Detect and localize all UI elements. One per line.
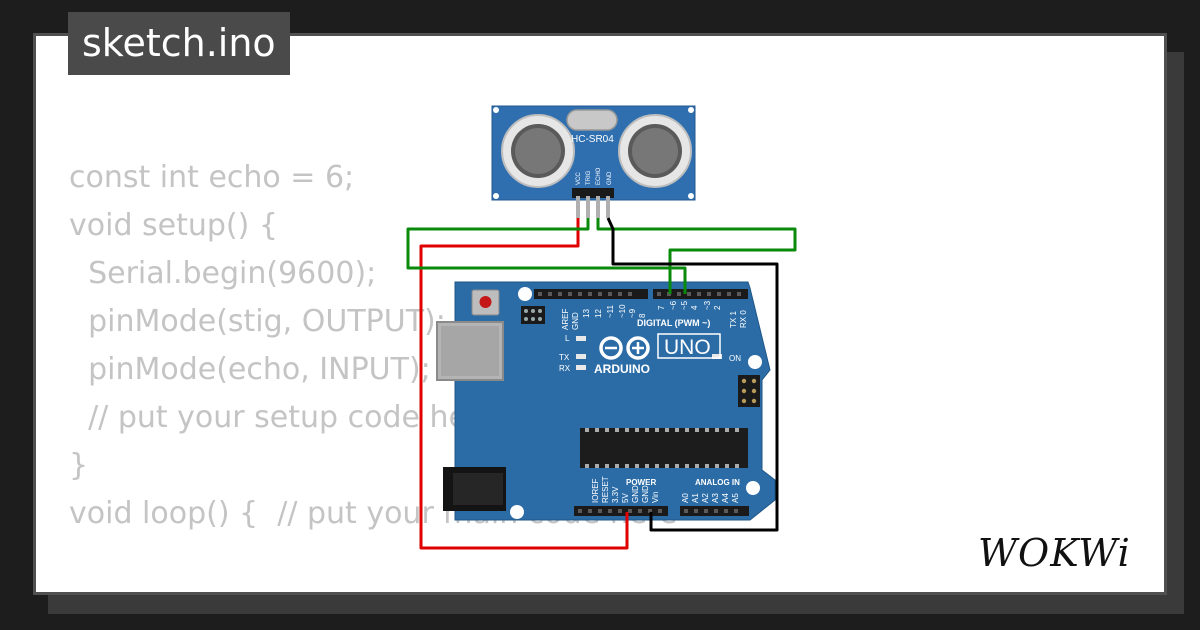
sensor-model: HC-SR04 xyxy=(571,134,614,145)
wokwi-logo-text: WOKWi xyxy=(978,531,1131,575)
wire-echo-to-pin6 xyxy=(596,218,797,294)
board-brand: ARDUINO xyxy=(594,362,650,376)
pin-label: A2 xyxy=(701,493,710,503)
pin-label: ~11 xyxy=(606,304,615,318)
mount-hole xyxy=(518,287,532,301)
pin-label: ~3 xyxy=(703,300,712,310)
sensor-pin-labels: VCC TRIG ECHO GND xyxy=(576,167,613,185)
pin-label: 5V xyxy=(621,493,630,503)
led-label-l: L xyxy=(565,334,570,343)
code-line: Serial.begin(9600); xyxy=(69,256,377,291)
mount-hole xyxy=(510,505,524,519)
reset-button-cap[interactable] xyxy=(479,296,492,308)
pin-label: A1 xyxy=(691,493,700,503)
pin-label: A0 xyxy=(681,493,690,503)
power-pin-labels: IOREF RESET 3.3V 5V GND GND Vin xyxy=(591,476,660,503)
pin-label: 8 xyxy=(638,313,647,318)
pin-label: RX 0 xyxy=(739,310,748,328)
arduino-uno-board: AREF GND 13 12 ~11 ~10 ~9 8 7 ~6 ~5 4 ~3… xyxy=(436,281,776,521)
icsp-right-header xyxy=(738,375,760,407)
pin-label: ~6 xyxy=(669,300,678,310)
wokwi-logo: WOKWi xyxy=(978,531,1131,575)
pin-label: GND xyxy=(631,485,640,503)
wire-trig-to-pin5 xyxy=(406,218,687,294)
pin-label: 4 xyxy=(690,305,699,310)
transmitter-transducer xyxy=(501,114,575,188)
board-model-box xyxy=(657,333,721,359)
pin-label: 3.3V xyxy=(611,486,620,503)
wire-vcc-to-5v xyxy=(419,218,629,550)
bottom-header-pins xyxy=(578,509,738,513)
sensor-pin-header xyxy=(572,188,614,198)
pin-label: ~10 xyxy=(618,304,627,318)
code-line: void setup() { xyxy=(69,208,278,243)
pin-label: 7 xyxy=(657,305,666,310)
arduino-logo xyxy=(599,336,650,360)
pin-label: IOREF xyxy=(591,478,600,503)
code-line: } xyxy=(69,448,89,483)
wire-gnd-to-gnd xyxy=(606,217,779,532)
pin-label: Vin xyxy=(651,492,660,503)
analog-pin-labels: A0 A1 A2 A3 A4 A5 xyxy=(681,493,740,503)
code-line: pinMode(echo, INPUT); xyxy=(69,352,431,387)
led-label-rx: RX xyxy=(559,364,571,373)
pin-label: ~9 xyxy=(628,308,637,318)
pin-label: 13 xyxy=(582,309,591,318)
pin-label: GND xyxy=(607,171,613,185)
receiver-transducer xyxy=(618,114,692,188)
sensor-crystal xyxy=(566,109,618,131)
pin-label: 12 xyxy=(594,309,603,318)
analog-label: ANALOG IN xyxy=(695,478,740,487)
pin-label: 2 xyxy=(713,305,722,310)
digital-header-label: DIGITAL (PWM ~) xyxy=(637,318,710,328)
led-label-on: ON xyxy=(729,354,741,363)
digital-pin-labels: AREF GND 13 12 ~11 ~10 ~9 8 7 ~6 ~5 4 ~3… xyxy=(561,300,748,330)
pin-label: TX 1 xyxy=(729,311,738,328)
code-line: const int echo = 6; xyxy=(69,160,355,195)
pin-label: A5 xyxy=(731,493,740,503)
sketch-filename-tag: sketch.ino xyxy=(68,12,290,75)
mount-hole xyxy=(746,481,760,495)
board-model: UNO xyxy=(664,336,711,359)
status-leds: L TX RX ON xyxy=(559,334,741,373)
pin-label: VCC xyxy=(576,172,582,185)
pin-label: A3 xyxy=(711,493,720,503)
pin-label: RESET xyxy=(601,476,610,503)
pin-label: ~5 xyxy=(680,300,689,310)
pin-label: A4 xyxy=(721,493,730,503)
icsp-header xyxy=(521,306,545,324)
sensor-pins xyxy=(576,196,610,218)
pin-label: GND xyxy=(641,485,650,503)
pin-label: GND xyxy=(571,312,580,330)
pin-label: AREF xyxy=(561,309,570,330)
led-label-tx: TX xyxy=(559,353,570,362)
power-label: POWER xyxy=(626,478,656,487)
pin-label: ECHO xyxy=(596,167,602,185)
pin-label: TRIG xyxy=(586,170,592,185)
mount-hole xyxy=(748,355,762,369)
hc-sr04-sensor: HC-SR04 VCC TRIG ECHO GND xyxy=(491,105,696,218)
atmega-chip xyxy=(580,428,748,468)
